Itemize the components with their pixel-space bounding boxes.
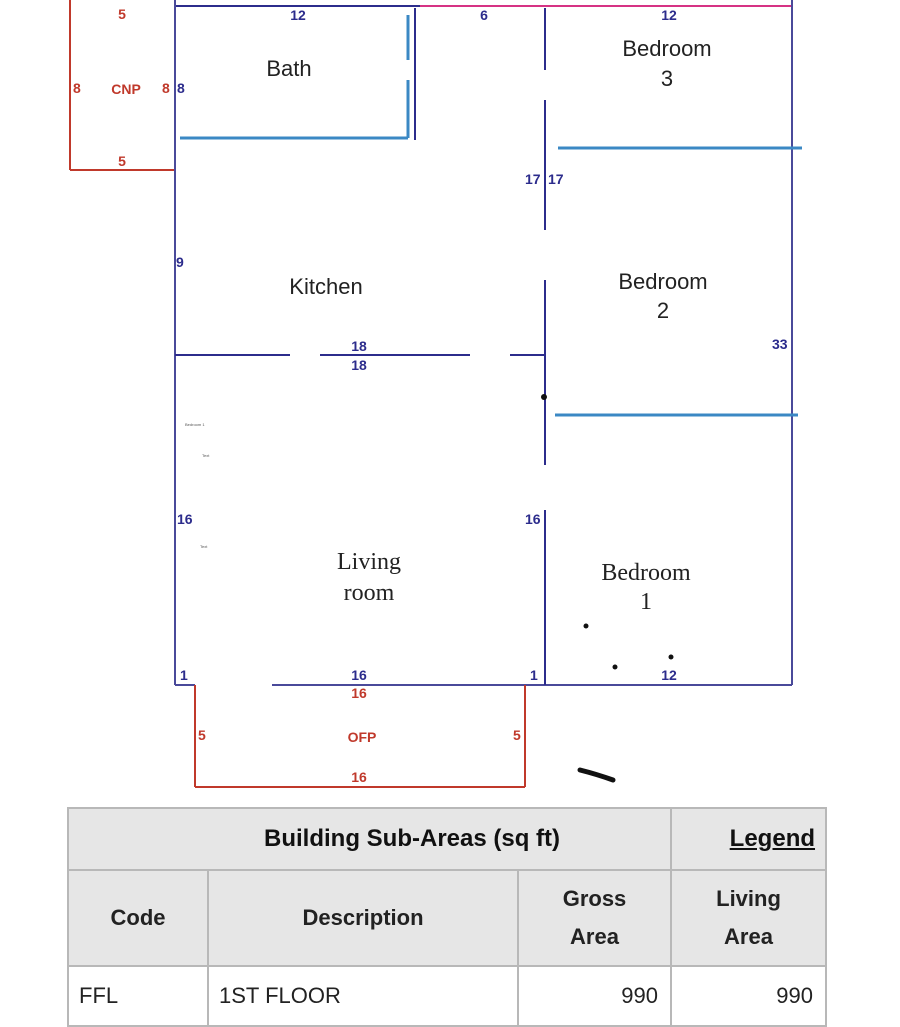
dim-label: 16	[177, 511, 193, 527]
header-living-area: Living Area	[670, 869, 828, 967]
dim-label: 5	[513, 727, 521, 743]
room-living-2: room	[344, 580, 395, 606]
room-bedroom3: Bedroom	[622, 36, 711, 61]
dim-label: 12	[290, 7, 306, 23]
dim-label: 6	[480, 7, 488, 23]
room-bedroom3-num: 3	[661, 66, 673, 91]
header-gross-area: Gross Area	[516, 869, 673, 967]
header-code: Code	[67, 869, 209, 967]
legend-cell: Legend	[670, 807, 828, 871]
room-bedroom2-num: 2	[657, 298, 669, 323]
pen-stroke	[577, 767, 616, 783]
blue-dividers	[180, 15, 802, 417]
cell-description: 1ST FLOOR	[207, 965, 519, 1027]
dim-label: 1	[530, 667, 538, 683]
dim-label: 5	[198, 727, 206, 743]
floor-plan: Bath Kitchen Bedroom 3 Bedroom 2 Living …	[69, 0, 802, 788]
header-gross-line1: Gross	[562, 886, 627, 911]
dim-label: 12	[661, 667, 677, 683]
dot-mark	[583, 623, 589, 629]
dot-mark	[612, 664, 618, 670]
dim-label: 8	[73, 80, 81, 96]
interior-walls	[175, 8, 546, 685]
dim-label: 33	[772, 336, 788, 352]
room-kitchen: Kitchen	[289, 274, 362, 299]
cell-code: FFL	[67, 965, 209, 1027]
header-living-line1: Living	[716, 886, 781, 911]
dot-mark	[541, 394, 547, 400]
outer-walls	[174, 0, 793, 686]
dot-mark	[668, 654, 674, 660]
dim-label: 16	[525, 511, 541, 527]
area-ofp: OFP	[348, 729, 377, 745]
tiny-note: Text	[200, 544, 208, 549]
dim-label: 8	[162, 80, 170, 96]
cnp-box	[69, 0, 175, 171]
dim-label: 1	[180, 667, 188, 683]
dim-label: 5	[118, 6, 126, 22]
dim-label: 12	[661, 7, 677, 23]
area-cnp: CNP	[111, 81, 141, 97]
header-living-line2: Area	[724, 924, 773, 949]
cell-gross-area: 990	[516, 965, 673, 1027]
dim-label: 16	[351, 769, 367, 785]
room-bath: Bath	[266, 56, 311, 81]
tiny-note: Text	[202, 453, 210, 458]
cell-living-area: 990	[670, 965, 828, 1027]
dim-label: 16	[351, 685, 367, 701]
ofp-box	[194, 685, 526, 788]
dim-label: 8	[177, 80, 185, 96]
room-bedroom1: Bedroom	[601, 560, 691, 586]
building-sub-areas-table: Building Sub-Areas (sq ft) Legend Code D…	[66, 807, 828, 1027]
header-description: Description	[207, 869, 519, 967]
dim-label: 17	[525, 171, 541, 187]
table-caption-row: Building Sub-Areas (sq ft) Legend	[66, 807, 828, 871]
room-bedroom2: Bedroom	[618, 269, 707, 294]
table-row: FFL 1ST FLOOR 990 990	[67, 965, 828, 1027]
room-bedroom1-num: 1	[640, 589, 652, 615]
table-title: Building Sub-Areas (sq ft)	[66, 807, 673, 871]
dim-label: 5	[118, 153, 126, 169]
dim-label: 17	[548, 171, 564, 187]
tiny-note: Bedroom 1	[185, 422, 205, 427]
legend-link[interactable]: Legend	[729, 825, 816, 852]
room-living: Living	[337, 549, 401, 575]
header-gross-line2: Area	[570, 924, 619, 949]
dim-label: 16	[351, 667, 367, 683]
dim-label: 18	[351, 338, 367, 354]
table-header-row: Code Description Gross Area Living Area	[67, 869, 828, 967]
dim-label: 9	[176, 254, 184, 270]
dim-label: 18	[351, 357, 367, 373]
